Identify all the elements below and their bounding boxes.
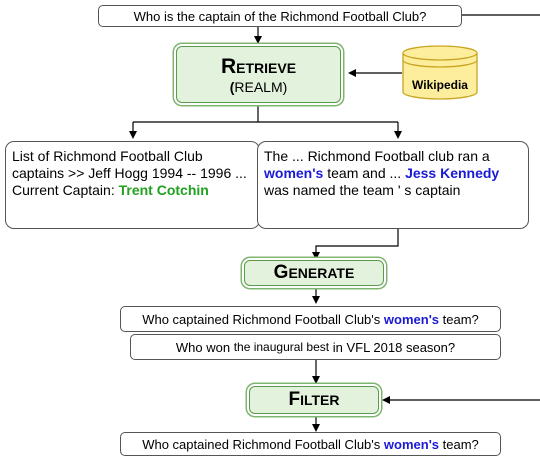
retrieve-subtitle: (REALM) — [229, 78, 288, 95]
doc2-highlight-jess-kennedy: Jess Kennedy — [405, 165, 500, 181]
wikipedia-database-icon — [402, 45, 478, 100]
filter-stage: FILTER — [249, 386, 379, 414]
doc2-highlight-womens: women's — [264, 165, 324, 181]
generate-stage: GENERATE — [244, 260, 384, 286]
generated-question-1: Who captained Richmond Football Club's w… — [120, 306, 501, 332]
generate-title: GENERATE — [273, 262, 355, 283]
retrieved-document-2: The ... Richmond Football club ran a wom… — [257, 141, 529, 229]
top-question-text: Who is the captain of the Richmond Footb… — [133, 8, 427, 24]
doc1-text: List of Richmond Football Club captains … — [12, 148, 247, 198]
retrieve-stage: RETRIEVE (REALM) — [176, 46, 341, 103]
wikipedia-label: Wikipedia — [412, 78, 468, 92]
output-question: Who captained Richmond Football Club's w… — [120, 432, 501, 456]
arrow-doc2-to-generate — [312, 229, 399, 260]
filter-title: FILTER — [288, 389, 340, 410]
doc1-answer: Trent Cotchin — [118, 182, 209, 198]
retrieve-title: RETRIEVE — [220, 54, 297, 78]
retrieved-document-1: List of Richmond Football Club captains … — [5, 141, 260, 229]
generated-question-2: Who won the inaugural best in VFL 2018 s… — [130, 334, 501, 360]
top-question-box: Who is the captain of the Richmond Footb… — [98, 5, 462, 27]
